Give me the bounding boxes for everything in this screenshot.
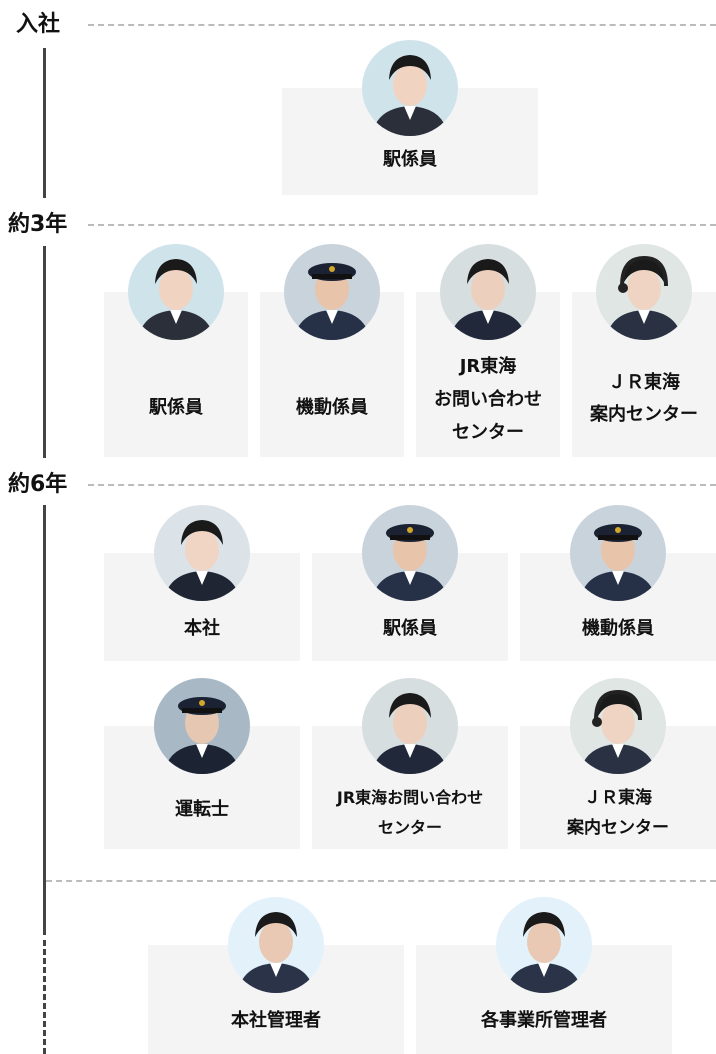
stage-label-entry: 入社 bbox=[16, 12, 61, 37]
divider bbox=[88, 484, 716, 486]
employee-photo bbox=[570, 678, 666, 774]
timeline-line bbox=[43, 246, 46, 458]
career-card-title: ＪＲ東海案内センター bbox=[590, 372, 698, 425]
career-card-title: 各事業所管理者 bbox=[481, 1010, 607, 1031]
employee-photo bbox=[362, 40, 458, 136]
career-card-title: ＪＲ東海案内センター bbox=[567, 788, 669, 838]
career-card-title: 機動係員 bbox=[582, 618, 654, 639]
career-card-title: 駅係員 bbox=[383, 618, 437, 639]
employee-photo bbox=[154, 678, 250, 774]
divider bbox=[88, 24, 716, 26]
employee-photo bbox=[228, 897, 324, 993]
career-card-title: 本社 bbox=[184, 618, 220, 639]
timeline-line bbox=[43, 48, 46, 198]
employee-photo bbox=[596, 244, 692, 340]
employee-photo bbox=[362, 505, 458, 601]
career-card-title: 機動係員 bbox=[296, 397, 368, 418]
divider bbox=[88, 224, 716, 226]
employee-photo bbox=[496, 897, 592, 993]
timeline-line bbox=[43, 505, 46, 935]
career-card-title: 駅係員 bbox=[149, 397, 203, 418]
career-card-title: 駅係員 bbox=[383, 149, 437, 170]
employee-photo bbox=[362, 678, 458, 774]
employee-photo bbox=[154, 505, 250, 601]
stage-label-6-years: 約6年 bbox=[8, 472, 68, 497]
employee-photo bbox=[440, 244, 536, 340]
career-card-title: JR東海お問い合わせセンター bbox=[434, 356, 542, 443]
employee-photo bbox=[128, 244, 224, 340]
employee-photo bbox=[570, 505, 666, 601]
career-card-title: JR東海お問い合わせセンター bbox=[336, 788, 484, 837]
career-card-title: 運転士 bbox=[175, 799, 229, 820]
career-card-title: 本社管理者 bbox=[231, 1010, 321, 1031]
divider bbox=[46, 880, 716, 882]
timeline-dashed-line bbox=[43, 940, 46, 1054]
stage-label-3-years: 約3年 bbox=[8, 212, 68, 237]
employee-photo bbox=[284, 244, 380, 340]
